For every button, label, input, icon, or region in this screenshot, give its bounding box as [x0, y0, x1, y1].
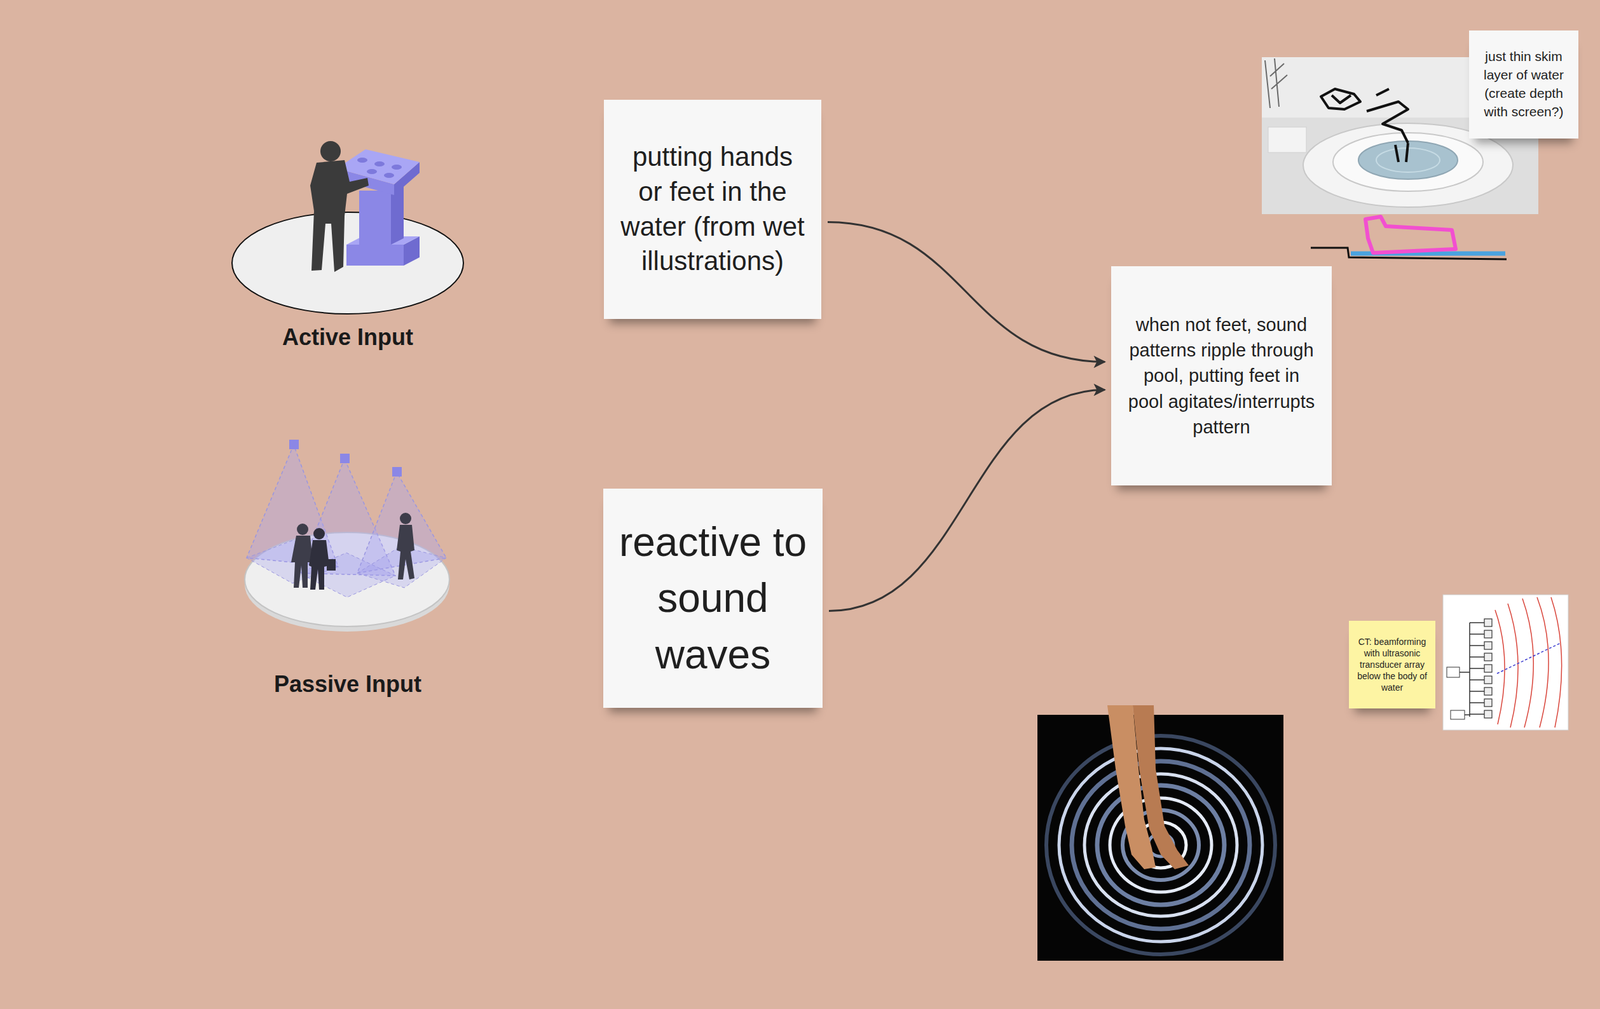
console-column [359, 190, 391, 245]
delay-element [1484, 642, 1492, 650]
note-text: putting hands or feet in the water (from… [620, 139, 805, 279]
foot-sketch [1365, 216, 1456, 253]
sensor [289, 439, 299, 450]
delay-element [1484, 630, 1492, 639]
person-body [291, 535, 313, 589]
delay-element [1484, 676, 1492, 684]
control-box [1450, 710, 1465, 720]
person-head [313, 528, 325, 540]
person-body [308, 540, 330, 590]
sticky-note-yellow: CT: beamforming with ultrasonic transduc… [1348, 621, 1436, 709]
feet-ripple-image [1037, 705, 1284, 962]
delay-element [1484, 687, 1492, 696]
sketch-figure [1320, 88, 1409, 163]
console-base [346, 244, 404, 266]
leg [1132, 705, 1189, 870]
note-text: just thin skim layer of water (create de… [1476, 47, 1571, 122]
person-head [296, 523, 309, 536]
delay-element [1484, 710, 1492, 719]
person-body [310, 160, 369, 273]
section-sketch [1310, 216, 1507, 260]
note-text: when not feet, sound patterns ripple thr… [1126, 312, 1317, 440]
render-wall [1261, 57, 1539, 118]
active-input-illustration [232, 141, 464, 315]
render-tree [1264, 58, 1288, 109]
pool-render [1261, 57, 1539, 215]
bag [326, 559, 336, 571]
delay-element [1484, 699, 1492, 707]
section-label: Active Input [282, 324, 414, 351]
note-text: CT: beamforming with ultrasonic transduc… [1353, 636, 1431, 695]
beam-direction [1497, 643, 1561, 674]
render-step [1268, 127, 1307, 153]
console-button [357, 157, 368, 163]
beamforming-diagram [1442, 594, 1569, 731]
feed-lines [1459, 622, 1485, 718]
diagram-background [1442, 594, 1569, 731]
connector-arrow [827, 222, 1105, 363]
sticky-note: just thin skim layer of water (create de… [1469, 30, 1579, 139]
sticky-note: reactive to sound waves [603, 488, 823, 709]
delay-element [1484, 653, 1492, 662]
pool-ring [1303, 123, 1513, 208]
connector-arrow [828, 390, 1105, 612]
console-button [383, 172, 395, 178]
console-button [374, 161, 385, 167]
person-head [399, 512, 412, 525]
sticky-note: putting hands or feet in the water (from… [603, 99, 822, 320]
tx-box [1446, 667, 1460, 678]
console-panel-top [336, 149, 420, 185]
console-button [366, 169, 377, 175]
person-head [320, 141, 341, 162]
sensor [340, 453, 350, 464]
render-background [1261, 57, 1539, 215]
section-label: Passive Input [273, 671, 422, 698]
sticky-note: when not feet, sound patterns ripple thr… [1111, 266, 1332, 486]
sensor [392, 467, 402, 477]
console-button [391, 164, 402, 170]
delay-element [1484, 664, 1492, 673]
platform [232, 212, 464, 315]
passive-input-illustration [244, 439, 450, 632]
wavefronts [1495, 597, 1562, 728]
note-text: reactive to sound waves [617, 514, 809, 683]
delay-elements [1484, 619, 1492, 719]
person-body [396, 525, 415, 580]
delay-element [1484, 619, 1492, 627]
